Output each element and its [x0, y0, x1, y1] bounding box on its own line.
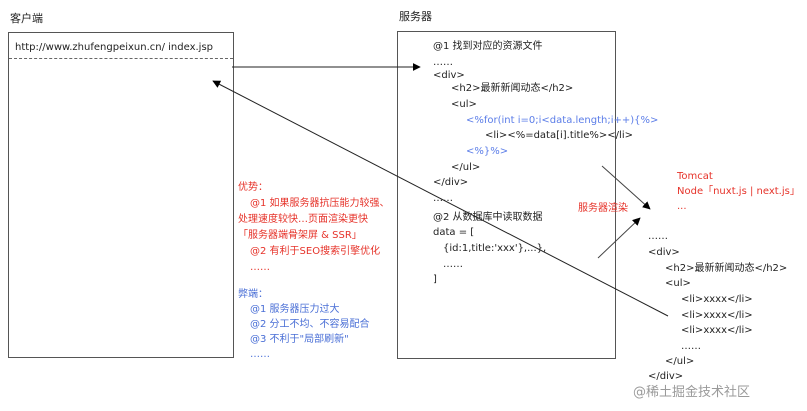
response-arrow: [212, 80, 669, 317]
server-line: <%}%>: [466, 146, 509, 157]
pros-line: @1 如果服务器抗压能力较强、: [250, 198, 390, 209]
pros-line: @2 有利于SEO搜索引擎优化: [250, 246, 381, 257]
pros-title: 优势：: [238, 182, 268, 193]
server-line: @1 找到对应的资源文件: [433, 41, 543, 52]
server-render-label: 服务器渲染: [578, 203, 628, 214]
server-line: {id:1,title:'xxx'},...},: [443, 243, 547, 254]
server-line: data = [: [433, 227, 475, 238]
output-line: </div>: [648, 371, 684, 382]
watermark: @稀土掘金技术社区: [633, 385, 751, 400]
server-line: ……: [433, 193, 453, 204]
output-line: ……: [681, 341, 701, 352]
output-line: </ul>: [665, 356, 695, 367]
server-line: </ul>: [451, 162, 481, 173]
output-line: <li>xxxx</li>: [681, 325, 753, 336]
client-url-divider: [9, 58, 233, 59]
server-title: 服务器: [399, 10, 432, 23]
client-title: 客户端: [10, 12, 43, 25]
output-line: <li>xxxx</li>: [681, 294, 753, 305]
tomcat-line: ...: [677, 201, 687, 212]
server-line: <ul>: [451, 99, 477, 110]
tomcat-line: Node「nuxt.js | next.js」: [677, 186, 800, 197]
client-url: http://www.zhufengpeixun.cn/ index.jsp: [15, 42, 214, 53]
output-line: <h2>最新新闻动态</h2>: [665, 263, 788, 274]
output-line: <div>: [648, 247, 680, 258]
server-line: <%for(int i=0;i<data.length;i++){%>: [466, 115, 659, 126]
pros-line: 「服务器端骨架屏 & SSR」: [238, 230, 362, 241]
server-line: @2 从数据库中读取数据: [433, 212, 543, 223]
render-arrow-2: [597, 217, 641, 259]
pros-line: 处理速度较快…页面渲染更快: [238, 214, 368, 225]
server-line: </div>: [433, 177, 469, 188]
client-box: http://www.zhufengpeixun.cn/ index.jsp: [8, 32, 234, 358]
cons-title: 弊端：: [238, 289, 268, 300]
server-line: ]: [433, 274, 437, 285]
cons-line: ……: [250, 349, 270, 360]
cons-line: @2 分工不均、不容易配合: [250, 319, 370, 330]
server-line: ……: [433, 57, 453, 68]
server-line: <div>: [433, 70, 465, 81]
tomcat-line: Tomcat: [677, 171, 713, 182]
output-line: ……: [648, 231, 668, 242]
pros-line: ……: [250, 262, 270, 273]
output-line: <ul>: [665, 278, 691, 289]
server-line: ……: [443, 259, 463, 270]
cons-line: @1 服务器压力过大: [250, 304, 340, 315]
render-arrow-1: [601, 165, 651, 210]
server-line: <h2>最新新闻动态</h2>: [451, 83, 574, 94]
cons-line: @3 不利于"局部刷新": [250, 334, 349, 345]
output-line: <li>xxxx</li>: [681, 310, 753, 321]
server-line: <li><%=data[i].title%></li>: [485, 130, 633, 141]
